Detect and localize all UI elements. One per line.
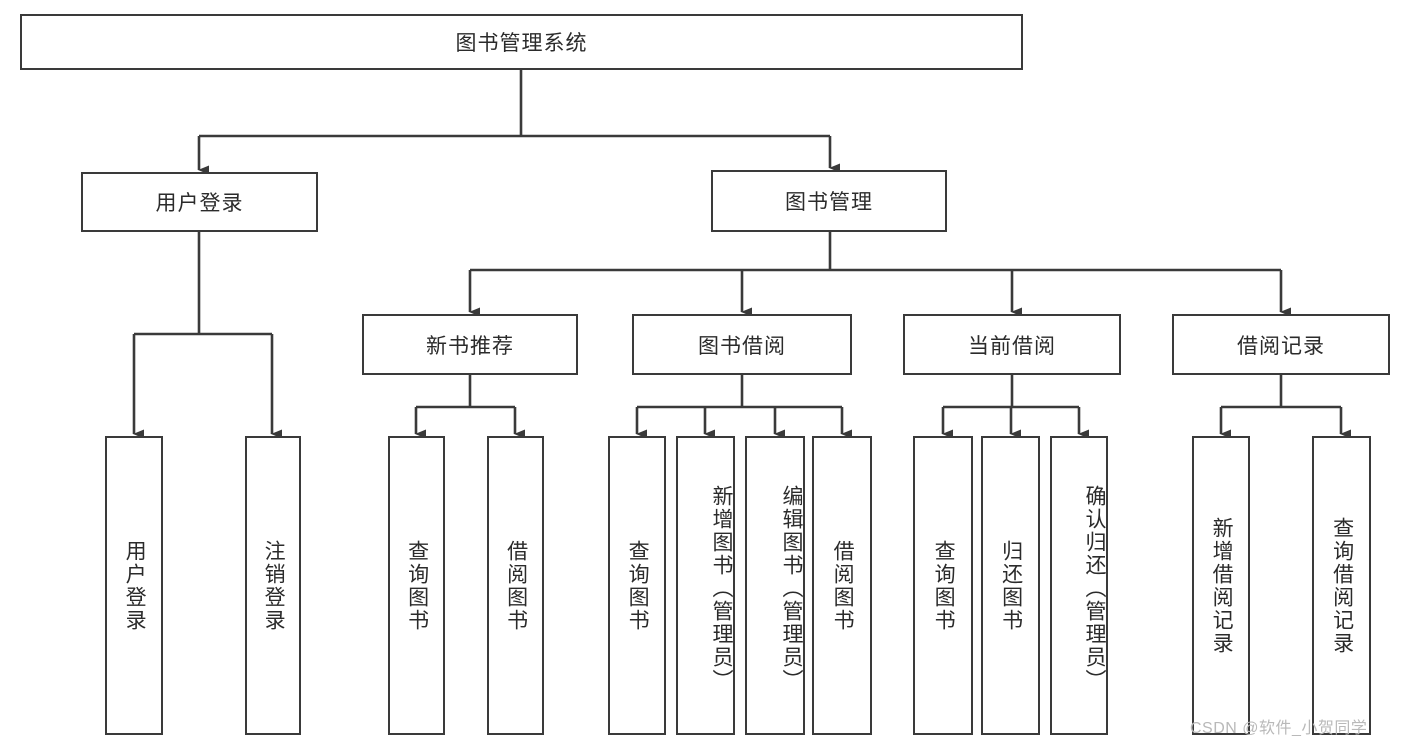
node-user-login[interactable]: 用户登录 [81,172,318,232]
leaf-add-borrow-record[interactable]: 新增借阅记录 [1192,436,1250,735]
node-label: 查询图书 [405,539,429,632]
watermark: CSDN @软件_小贺同学 [1190,720,1368,737]
node-label: 确认归还（管理员） [1083,485,1106,692]
node-label: 查询图书 [932,539,956,632]
node-label: 图书管理 [785,191,873,214]
node-label: 用户登录 [123,539,147,632]
node-label: 新增借阅记录 [1210,516,1234,655]
node-label: 用户登录 [155,192,244,215]
node-label: 查询借阅记录 [1330,516,1354,655]
node-label: 新增图书（管理员） [710,485,733,692]
node-label: 借阅记录 [1237,334,1325,358]
leaf-add-book-admin[interactable]: 新增图书（管理员） [676,436,735,735]
node-root-system[interactable]: 图书管理系统 [20,14,1023,70]
node-book-borrow[interactable]: 图书借阅 [632,314,852,375]
node-label: 编辑图书（管理员） [780,485,803,692]
leaf-confirm-return-admin[interactable]: 确认归还（管理员） [1050,436,1108,735]
leaf-return-book[interactable]: 归还图书 [981,436,1040,735]
leaf-query-borrow-record[interactable]: 查询借阅记录 [1312,436,1371,735]
node-label: 借阅图书 [504,539,528,632]
leaf-edit-book-admin[interactable]: 编辑图书（管理员） [745,436,805,735]
leaf-borrow-book[interactable]: 借阅图书 [812,436,872,735]
node-label: 图书管理系统 [455,32,588,55]
node-current-borrow[interactable]: 当前借阅 [903,314,1121,375]
leaf-borrow-book-newbook[interactable]: 借阅图书 [487,436,544,735]
leaf-query-book-borrow[interactable]: 查询图书 [608,436,666,735]
leaf-query-book-newbook[interactable]: 查询图书 [388,436,445,735]
node-label: 借阅图书 [831,539,855,632]
node-new-book-recommend[interactable]: 新书推荐 [362,314,578,375]
leaf-query-book-current[interactable]: 查询图书 [913,436,973,735]
node-label: 当前借阅 [968,334,1056,358]
node-label: 图书借阅 [698,334,786,358]
node-label: 查询图书 [626,539,650,632]
leaf-user-login[interactable]: 用户登录 [105,436,163,735]
leaf-logout[interactable]: 注销登录 [245,436,301,735]
node-borrow-record[interactable]: 借阅记录 [1172,314,1390,375]
node-label: 归还图书 [999,539,1023,632]
node-label: 新书推荐 [426,334,514,358]
node-book-management[interactable]: 图书管理 [711,170,947,232]
node-label: 注销登录 [262,539,286,632]
